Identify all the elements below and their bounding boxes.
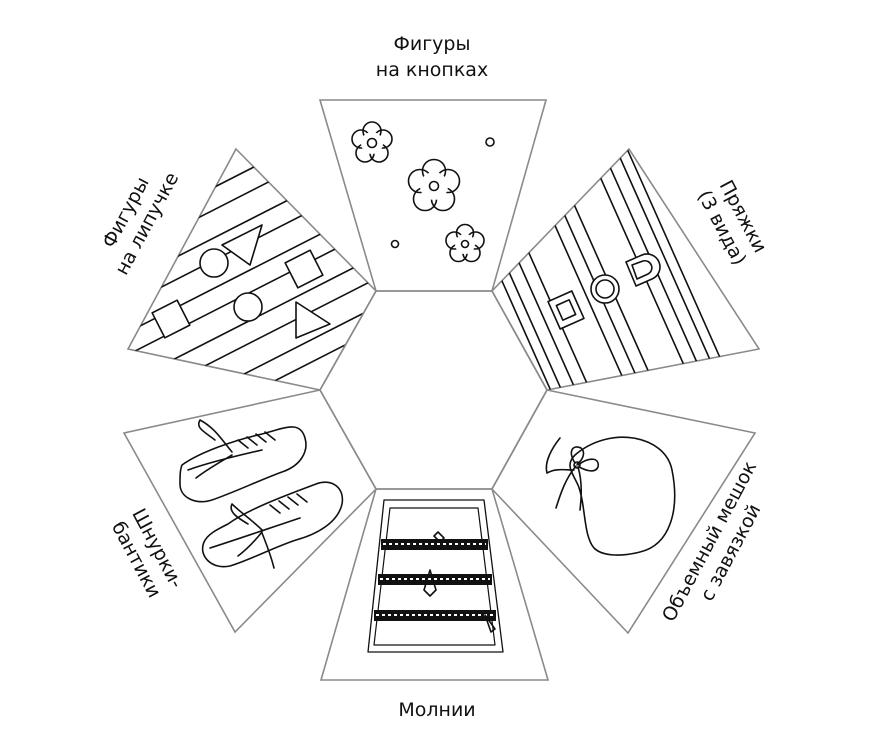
triangle-shape-icon — [221, 224, 263, 266]
zippers-illustration — [367, 499, 504, 653]
zipper-icon — [381, 531, 488, 550]
label-bottom: Молнии — [398, 699, 475, 721]
flower-icon — [407, 158, 461, 212]
snap-icon — [485, 137, 495, 147]
circle-shape-icon — [233, 292, 263, 322]
flowers-on-snaps-illustration — [351, 121, 495, 263]
square-shape-icon — [284, 249, 324, 289]
ring-buckle-icon — [590, 274, 620, 304]
zipper-icon — [374, 610, 496, 633]
triangle-shape-icon — [295, 301, 331, 339]
circle-shape-icon — [199, 248, 229, 278]
sneaker-icon — [179, 419, 307, 503]
zipper-icon — [378, 569, 492, 597]
sneakers-illustration — [179, 419, 344, 569]
label-top-line2: на кнопках — [376, 59, 488, 81]
label-top-line1: Фигуры — [394, 33, 471, 55]
center-hexagon — [319, 290, 548, 490]
sneaker-icon — [201, 481, 344, 569]
snap-icon — [390, 239, 400, 249]
drawstring-bag-illustration — [545, 436, 676, 556]
bow-icon — [555, 446, 600, 511]
flower-icon — [351, 121, 393, 163]
square-shape-icon — [151, 299, 191, 339]
flower-icon — [445, 223, 485, 263]
d-buckle-icon — [625, 253, 661, 287]
square-buckle-icon — [547, 290, 585, 330]
